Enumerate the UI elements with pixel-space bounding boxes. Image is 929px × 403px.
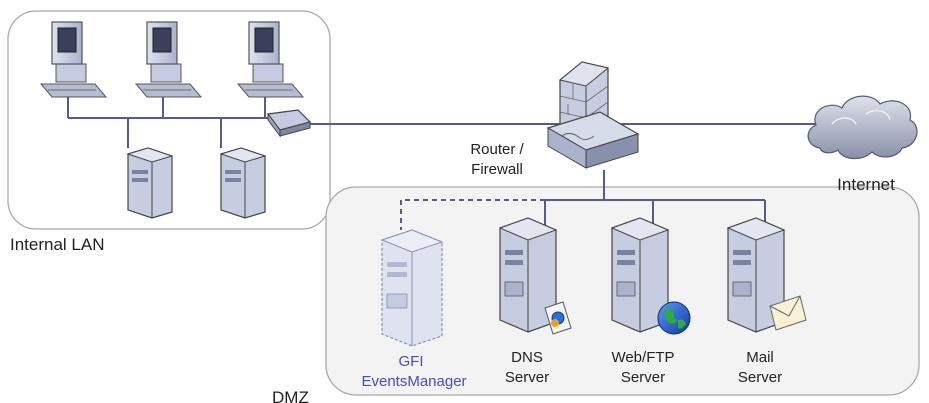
router-icon <box>546 111 640 169</box>
gfi-server-icon <box>380 229 444 347</box>
lan-server-1-icon <box>126 147 174 219</box>
workstation-1-icon <box>39 21 108 98</box>
cloud-icon <box>807 95 918 160</box>
dns-label-line2: Server <box>505 369 549 386</box>
mail-label-line1: Mail <box>746 349 774 366</box>
envelope-icon <box>769 295 807 331</box>
globe-icon <box>657 301 691 335</box>
workstation-2-icon <box>134 21 203 98</box>
connection-lines <box>67 90 820 230</box>
router-label-line1: Router / <box>470 141 524 158</box>
switch-icon <box>266 109 312 138</box>
dns-label-line1: DNS <box>511 349 543 366</box>
lan-server-2-icon <box>219 147 267 219</box>
dmz-label: DMZ <box>272 388 309 403</box>
internet-label: Internet <box>837 175 895 194</box>
web-label-line1: Web/FTP <box>611 349 674 366</box>
gfi-label-line1: GFI <box>399 353 424 370</box>
router-label-line2: Firewall <box>471 161 523 178</box>
mail-label-line2: Server <box>738 369 782 386</box>
internal-lan-label: Internal LAN <box>10 235 105 254</box>
gfi-label-line2: EventsManager <box>361 373 466 390</box>
web-label-line2: Server <box>621 369 665 386</box>
workstation-3-icon <box>236 21 305 98</box>
web-server-icon <box>610 217 670 333</box>
dns-icon <box>544 301 572 335</box>
